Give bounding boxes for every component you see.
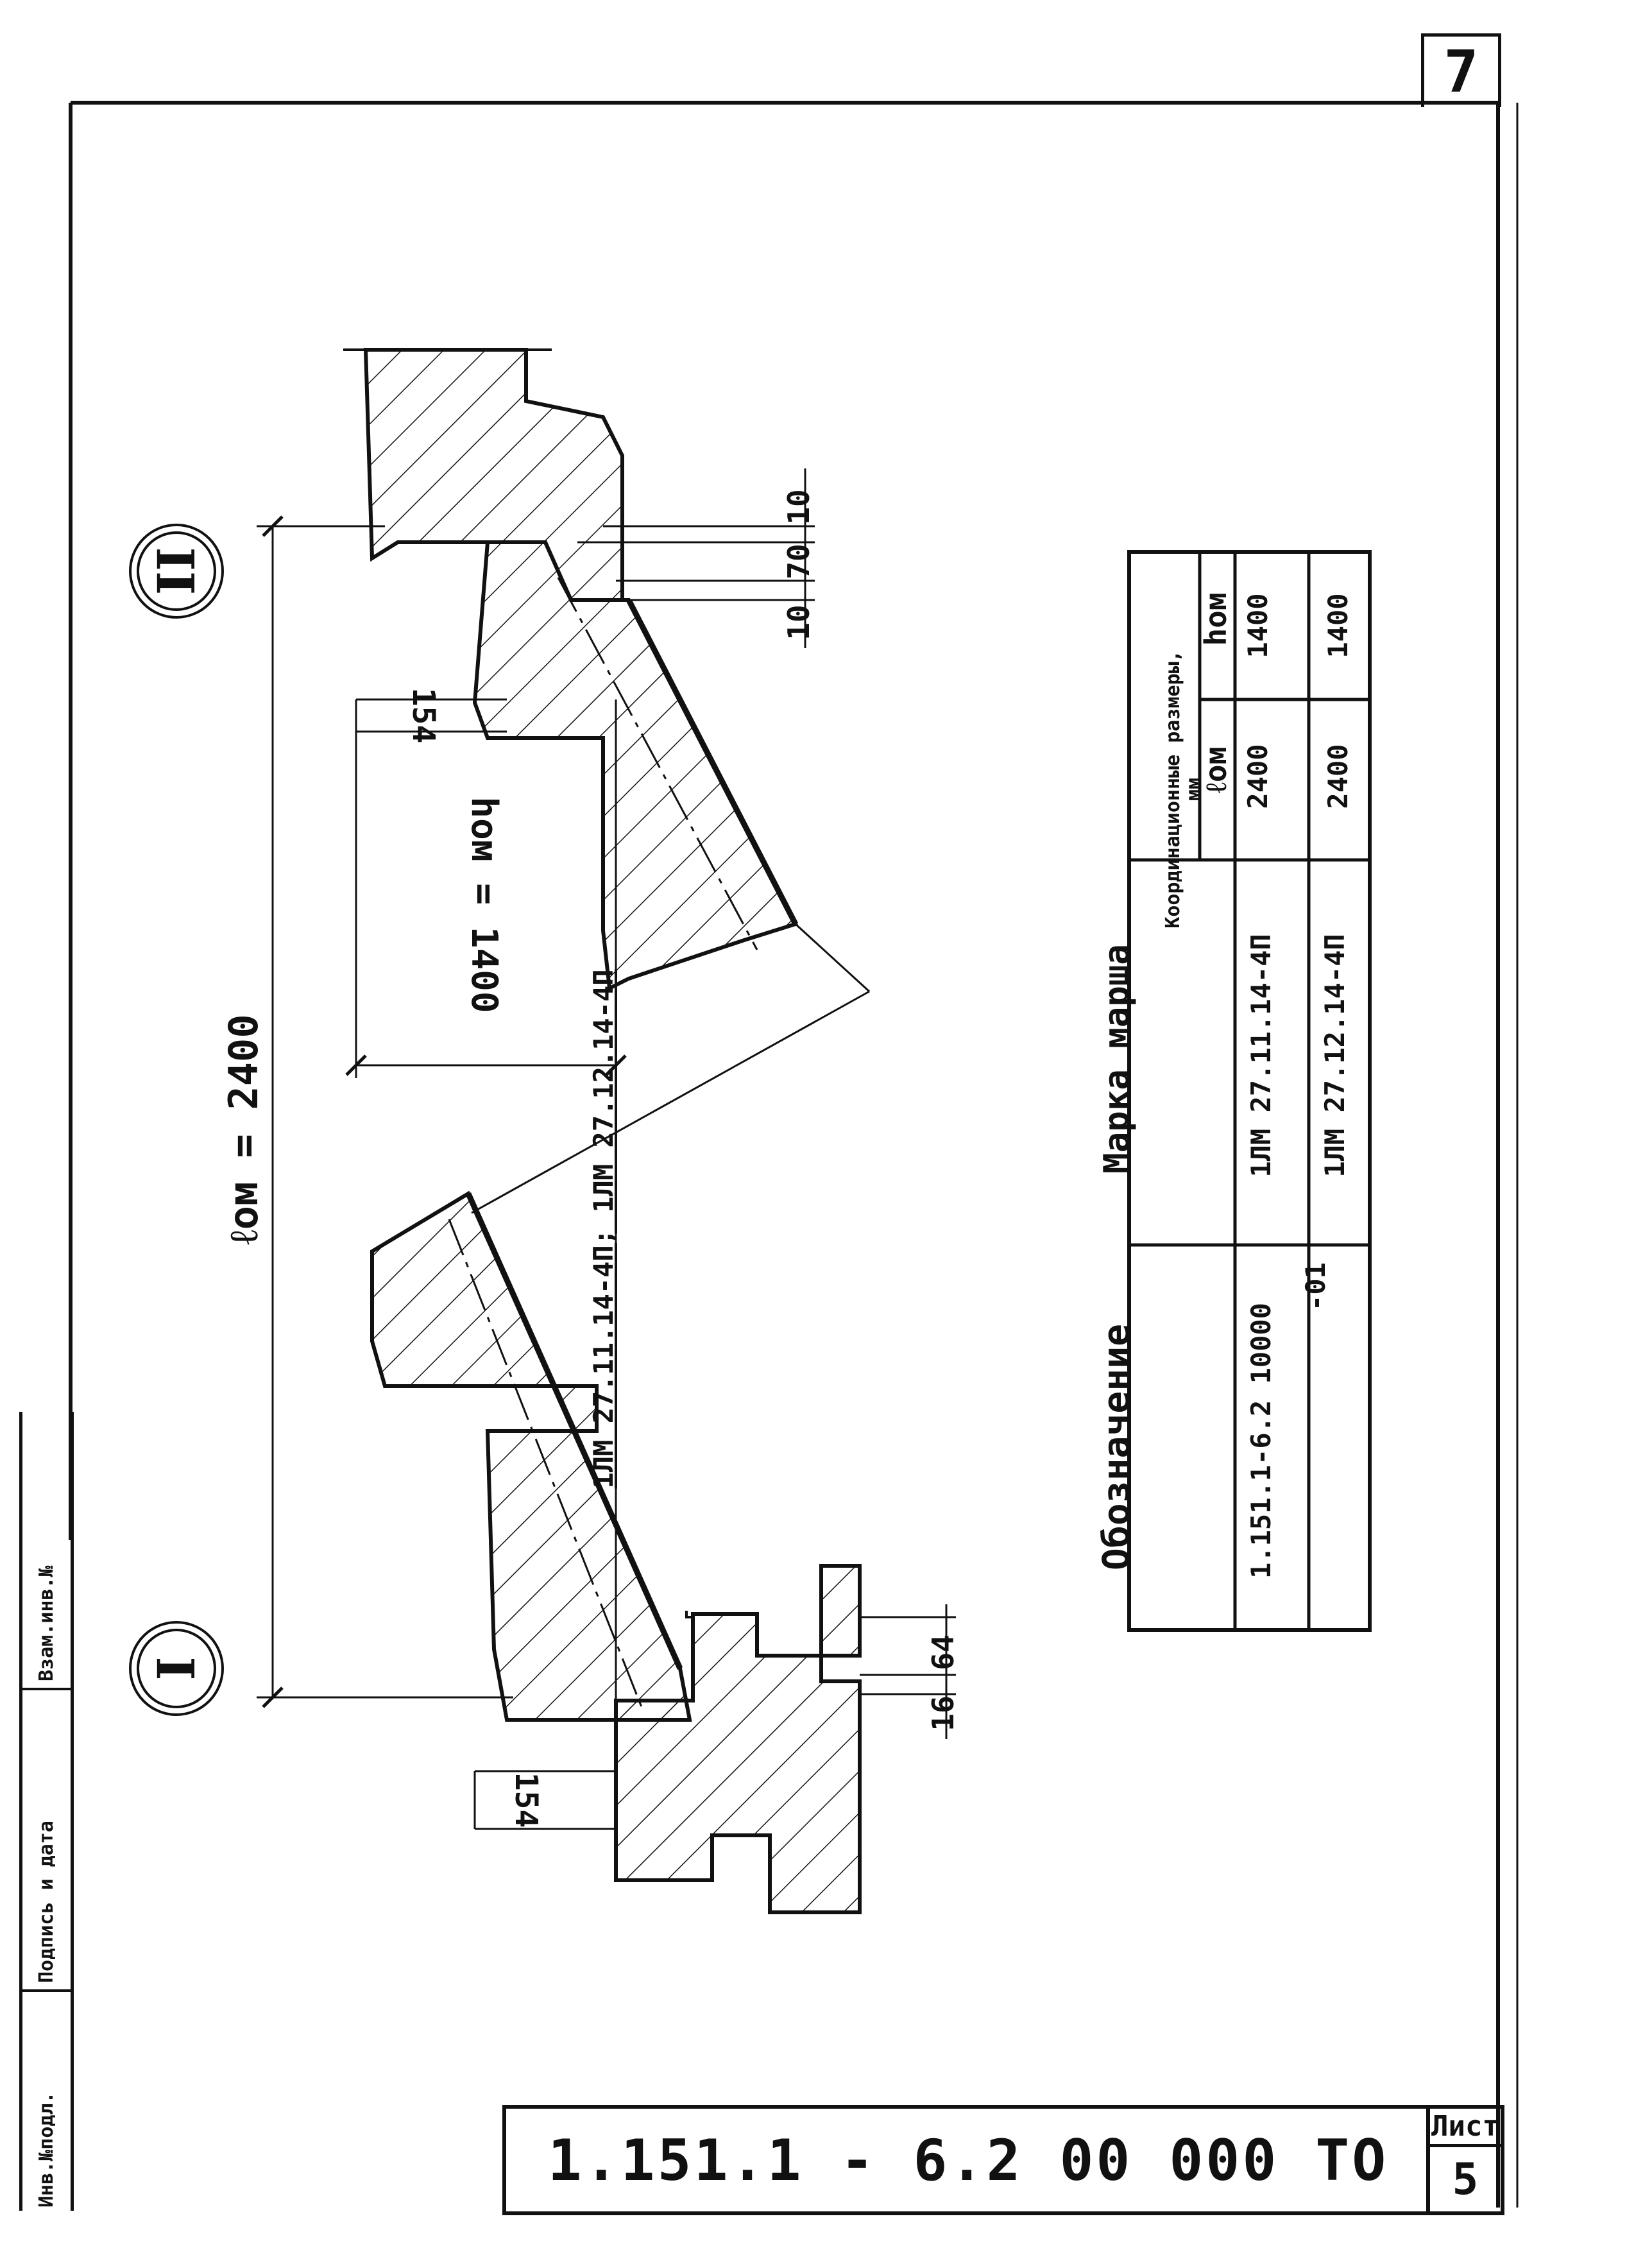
dim-l-om: ℓом = 2400 [220, 1014, 267, 1245]
dimension-lines [257, 468, 956, 1830]
stamp-cell-1: Инв.№подл. [35, 2091, 58, 2208]
dim-10-a: 10 [781, 489, 816, 525]
table-row-1-h: 1400 [1241, 593, 1273, 658]
table-row-1-designation: 1.151.1-6.2 10000 [1245, 1303, 1277, 1579]
dim-16: 16 [926, 1695, 960, 1731]
table-row-1-mark: 1ЛМ 27.11.14-4П [1245, 934, 1277, 1178]
stair-flight-1 [370, 1190, 692, 1722]
table-header-mark: Марка марша [1096, 944, 1137, 1174]
sheet-number: 5 [1452, 2154, 1479, 2205]
marker-2-label: II [146, 547, 207, 596]
marker-1-label: I [146, 1656, 207, 1681]
section-1-lower-block [614, 1564, 862, 1914]
section-markers [129, 524, 224, 1716]
leader-line [471, 923, 871, 1214]
table-row-2-l: 2400 [1322, 744, 1354, 809]
table-header-designation: Обозначение [1094, 1323, 1138, 1571]
sheet-label: Лист [1430, 2109, 1501, 2147]
stamp-line-1 [19, 1989, 71, 1992]
dim-70: 70 [781, 544, 816, 579]
table-row-2-mark: 1ЛМ 27.12.14-4П [1318, 934, 1350, 1178]
sheet-box: Лист 5 [1426, 2105, 1504, 2215]
stamp-cell-2: Подпись и дата [35, 1821, 58, 1983]
leader-label: 1ЛМ 27.11.14-4П; 1ЛМ 27.12.14-4П [587, 969, 619, 1489]
title-block-code: 1.151.1 - 6.2 00 000 ТО [502, 2105, 1430, 2215]
dim-154-bottom: 154 [508, 1772, 544, 1828]
stair-flight-2 [472, 540, 799, 991]
table-row-2-h: 1400 [1322, 593, 1354, 658]
stamp-line-2 [19, 1688, 71, 1690]
table-header-h: hом [1198, 592, 1233, 646]
page-number: 7 [1421, 33, 1501, 107]
side-stamp: Инв.№подл. Подпись и дата Взам.инв.№ [19, 1412, 74, 2211]
dim-10-b: 10 [781, 605, 816, 640]
stamp-cell-3: Взам.инв.№ [35, 1565, 58, 1681]
dim-154-top: 154 [405, 687, 441, 744]
dim-64: 64 [926, 1634, 960, 1670]
stamp-divider [19, 1412, 74, 2211]
table-row-1-l: 2400 [1241, 744, 1273, 809]
table-row-2-designation: -01 [1299, 1262, 1331, 1311]
dim-h-om: hом = 1400 [463, 796, 506, 1013]
break-lines [343, 348, 712, 1882]
sheet-frame [69, 101, 1519, 2208]
data-table-grid [1127, 550, 1372, 1632]
table-header-l: ℓом [1198, 746, 1233, 794]
